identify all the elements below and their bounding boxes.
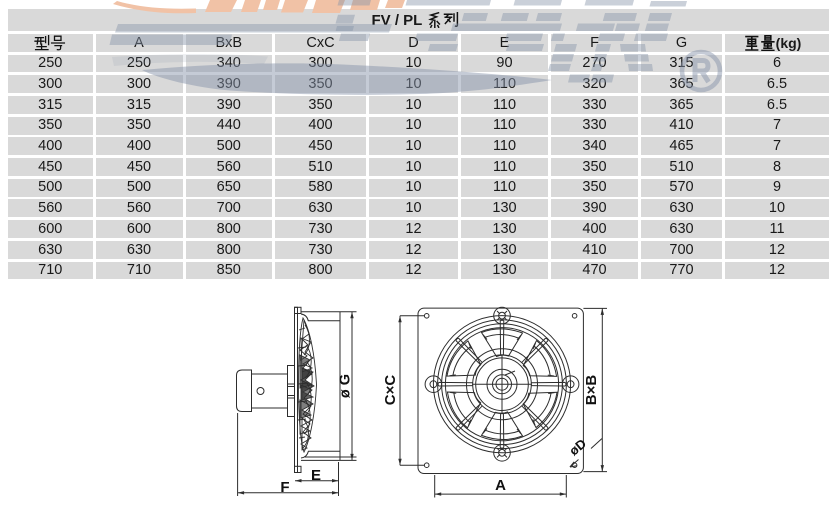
svg-text:ø G: ø G xyxy=(338,374,354,398)
svg-text:E: E xyxy=(311,467,321,484)
svg-text:B×B: B×B xyxy=(583,375,600,406)
svg-text:F: F xyxy=(280,479,289,496)
svg-text:A: A xyxy=(495,477,506,494)
svg-text:øD: øD xyxy=(566,436,589,459)
svg-text:C×C: C×C xyxy=(382,375,399,406)
